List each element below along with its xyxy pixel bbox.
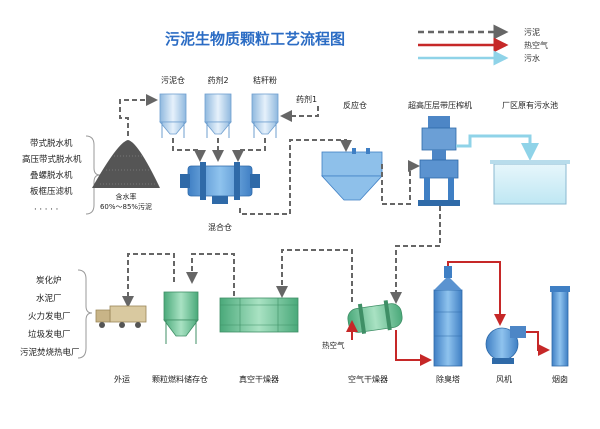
sludge-pile-shape [92, 140, 160, 188]
source-5: · · · · · [34, 205, 58, 215]
end-use-5: 污泥焚烧热电厂 [20, 347, 80, 358]
vacuum-dryer-label: 真空干燥器 [239, 374, 279, 384]
silo-sludge [159, 93, 187, 138]
storage-silo: 颗粒燃料储存仓 [152, 291, 208, 384]
legend-wastewater-label: 污水 [524, 53, 540, 63]
source-1: 带式脱水机 [30, 138, 73, 149]
truck-label: 外运 [114, 374, 130, 384]
factory-pool [490, 160, 570, 205]
end-uses: 炭化炉 水泥厂 火力发电厂 垃圾发电厂 污泥焚烧热电厂 [20, 269, 93, 359]
source-3: 叠螺脱水机 [30, 170, 73, 181]
source-2: 高压带式脱水机 [22, 154, 82, 165]
air-dryer-label: 空气干燥器 [348, 374, 388, 384]
deodorizer-tower: 除臭塔 [433, 266, 463, 384]
flow-dryer-to-deodorizer [395, 330, 432, 366]
legend-sludge-label: 污泥 [524, 27, 540, 37]
silos: 污泥仓 药剂2 秸秆粉 [159, 75, 279, 138]
legend-hot-air-label: 热空气 [524, 40, 548, 50]
legend: 污泥 热空气 污水 [418, 24, 548, 66]
chimney: 烟囱 [550, 286, 570, 384]
silo-agent2 [204, 93, 232, 138]
flow-silo1-to-mixer [172, 138, 206, 162]
source-4: 板框压滤机 [30, 186, 73, 197]
silo-label-sludge: 污泥仓 [161, 75, 185, 85]
mixing-bin-label: 混合仓 [208, 222, 232, 232]
sludge-pile: 含水率 60%～85%污泥 [92, 140, 160, 211]
deodorizer-label: 除臭塔 [436, 374, 460, 384]
hot-air-inlet-label: 热空气 [322, 340, 345, 350]
flow-reaction-to-press [381, 160, 420, 205]
truck: 外运 [95, 305, 147, 384]
reaction-bin [321, 148, 383, 201]
vacuum-dryer: 真空干燥器 [219, 297, 299, 384]
flow-vacuum-to-storage [186, 253, 235, 296]
chimney-label: 烟囱 [552, 374, 568, 384]
end-use-1: 炭化炉 [36, 275, 62, 286]
agent1-flow [280, 106, 319, 122]
press-machine [418, 116, 460, 206]
moisture-range: 60%～85%污泥 [100, 203, 152, 211]
silo-straw [251, 93, 279, 138]
mixing-bin: 混合仓 [180, 162, 260, 232]
flow-silo3-to-mixer [232, 138, 266, 162]
fan-label: 风机 [496, 374, 512, 384]
dewatering-sources: 带式脱水机 高压带式脱水机 叠螺脱水机 板框压滤机 · · · · · [22, 135, 101, 215]
press-label: 超高压层带压榨机 [408, 100, 472, 110]
silo-label-agent2: 药剂2 [207, 75, 228, 85]
storage-label: 颗粒燃料储存仓 [152, 374, 208, 384]
silo-label-straw: 秸秆粉 [253, 75, 277, 85]
flow-air-dryer-to-vacuum [276, 249, 353, 302]
left-brace [85, 135, 101, 215]
flow-storage-to-truck [122, 253, 175, 308]
flow-fan-to-chimney [526, 331, 550, 356]
end-use-2: 水泥厂 [36, 293, 62, 304]
flow-mixer-to-reaction [239, 139, 352, 215]
right-brace [77, 269, 93, 359]
flow-deodorizer-to-fan [447, 261, 506, 326]
flow-press-to-air-dryer [390, 206, 441, 304]
air-dryer: 空气干燥器 [347, 300, 403, 384]
moisture-label: 含水率 [116, 192, 137, 201]
end-use-4: 垃圾发电厂 [28, 329, 71, 340]
agent1-label: 药剂1 [296, 94, 317, 104]
reaction-bin-label: 反应仓 [343, 100, 367, 110]
flow-press-to-pool [456, 134, 539, 161]
end-use-3: 火力发电厂 [28, 311, 71, 322]
fan: 风机 [485, 326, 526, 384]
pool-label: 厂区原有污水池 [502, 100, 558, 110]
flow-pile-to-silo [119, 94, 158, 136]
diagram-title: 污泥生物质颗粒工艺流程图 [165, 30, 345, 48]
